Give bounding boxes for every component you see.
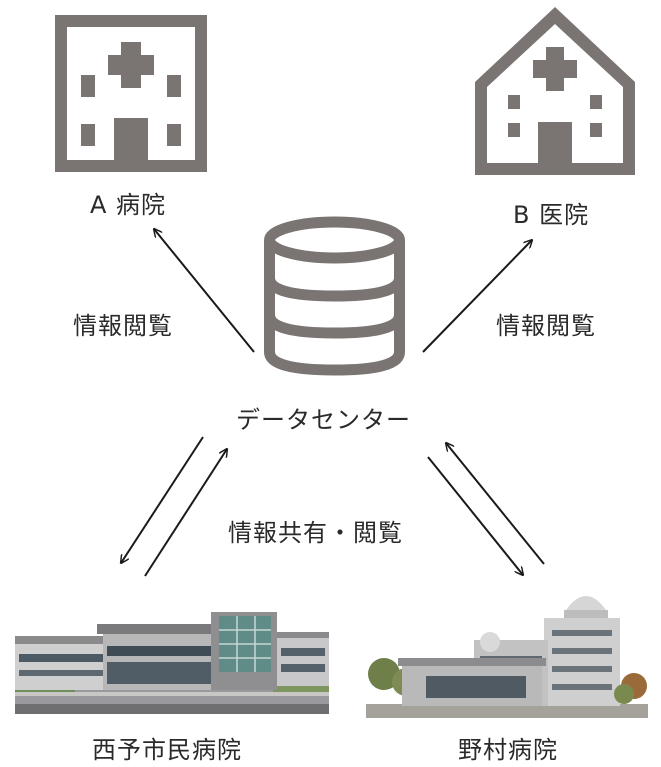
nomura-hospital-label: 野村病院 [458, 736, 558, 764]
share-view-label: 情報共有・閲覧 [228, 519, 403, 547]
arrow-datacenter-to-clinic-b [422, 240, 532, 353]
arrow-datacenter-to-hospital-a [154, 229, 255, 353]
right-view-label: 情報閲覧 [496, 312, 596, 340]
clinic-house-icon [475, 7, 635, 175]
hospital-a-label: A 病院 [90, 191, 167, 219]
clinic-b-label: B 医院 [513, 201, 590, 229]
seiyo-hospital-label: 西予市民病院 [92, 736, 242, 764]
hospital-building-icon [55, 15, 207, 172]
left-view-label: 情報閲覧 [73, 312, 173, 340]
arrow-nomura-to-datacenter [446, 443, 545, 565]
data-center-label: データセンター [236, 406, 411, 434]
arrow-seiyo-to-datacenter [144, 449, 227, 577]
arrow-datacenter-to-seiyo [121, 436, 204, 563]
seiyo-hospital-photo [15, 612, 329, 714]
nomura-hospital-photo [366, 596, 648, 718]
database-icon [264, 216, 405, 376]
arrow-datacenter-to-nomura [427, 456, 523, 575]
